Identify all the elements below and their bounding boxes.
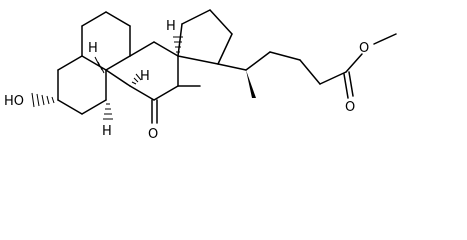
h5-label: H	[88, 41, 98, 56]
side-chain: O O	[217, 33, 397, 115]
ketone-oxygen-label: O	[148, 127, 158, 142]
h8-label: H	[140, 69, 150, 84]
ring-d	[177, 9, 233, 65]
ester-ether-oxygen-label: O	[359, 41, 369, 56]
steroid-structure-diagram: O O O HO H H	[4, 9, 397, 142]
ketone-group: O	[148, 99, 158, 142]
c20-wedge-bond	[246, 70, 256, 98]
h9-label: H	[102, 124, 112, 139]
ring-a	[57, 55, 107, 115]
h5-stereo: H	[88, 41, 105, 74]
h14-label: H	[166, 19, 176, 34]
h14-stereo: H	[166, 19, 183, 53]
ring-b	[81, 11, 131, 71]
ester-carbonyl-oxygen-label: O	[345, 100, 355, 115]
h9-stereo: H	[102, 103, 113, 139]
h8-stereo: H	[131, 69, 150, 85]
hydroxyl-label: HO	[4, 94, 24, 109]
hydroxyl-group: HO	[4, 92, 55, 109]
ring-c	[105, 41, 179, 101]
